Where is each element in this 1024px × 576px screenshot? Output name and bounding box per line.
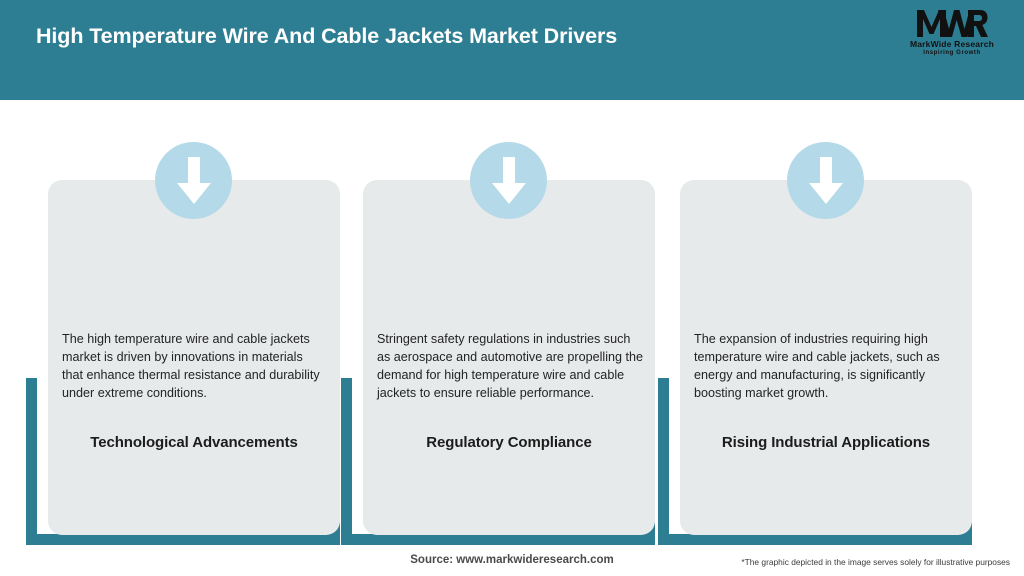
- arrow-down-badge: [470, 142, 547, 219]
- mwr-monogram-icon: [917, 10, 988, 37]
- arrow-down-icon: [176, 156, 211, 204]
- brand-logo: MarkWide Research Inspiring Growth: [898, 8, 1006, 62]
- arrow-down-icon: [491, 156, 526, 204]
- page-title: High Temperature Wire And Cable Jackets …: [36, 24, 618, 48]
- card-body-text: Stringent safety regulations in industri…: [377, 332, 644, 400]
- card-title: Rising Industrial Applications: [721, 434, 931, 451]
- disclaimer-note: *The graphic depicted in the image serve…: [741, 557, 1010, 567]
- logo-tagline: Inspiring Growth: [923, 50, 981, 56]
- arrow-down-badge: [787, 142, 864, 219]
- card-title: Technological Advancements: [90, 434, 298, 451]
- card-title: Regulatory Compliance: [426, 434, 592, 451]
- card-body-text: The high temperature wire and cable jack…: [62, 332, 320, 400]
- card-panel[interactable]: Rising Industrial Applications The expan…: [680, 180, 972, 535]
- card-panel[interactable]: Regulatory Compliance Stringent safety r…: [363, 180, 655, 535]
- card-body-text: The expansion of industries requiring hi…: [694, 332, 940, 400]
- card-panel[interactable]: Technological Advancements The high temp…: [48, 180, 340, 535]
- header-bar: [0, 0, 1024, 100]
- logo-company-name: MarkWide Research: [909, 39, 995, 49]
- arrow-down-badge: [155, 142, 232, 219]
- source-note: Source: www.markwideresearch.com: [410, 554, 614, 566]
- arrow-down-icon: [808, 156, 843, 204]
